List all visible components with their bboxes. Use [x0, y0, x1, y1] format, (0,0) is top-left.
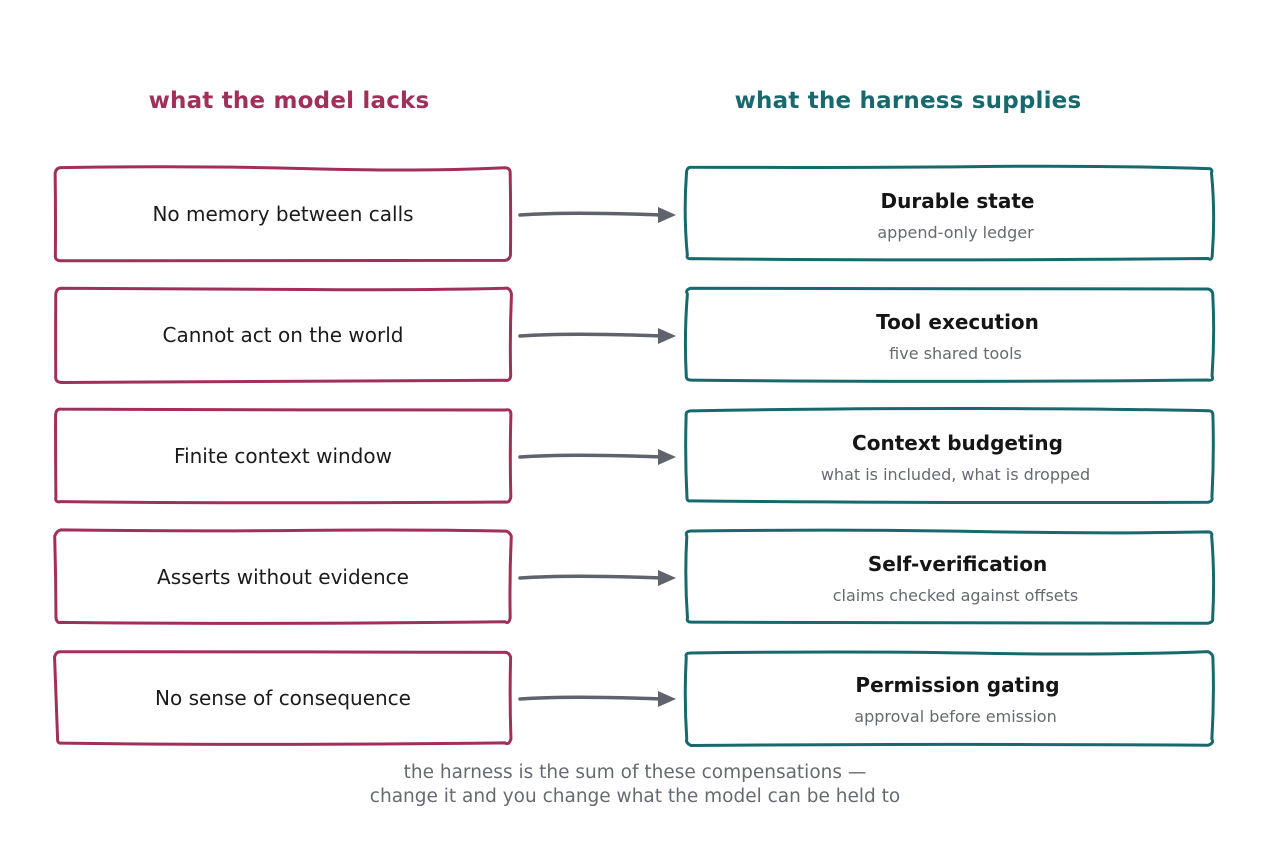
lack-box — [54, 407, 513, 505]
lack-box — [53, 528, 513, 625]
diagram-row: No sense of consequence Permission gating… — [53, 650, 1215, 747]
arrow-head-icon — [658, 328, 676, 344]
lack-label: No memory between calls — [152, 202, 413, 226]
diagram-row: Finite context window Context budgeting wh… — [54, 406, 1215, 505]
supply-subtitle: claims checked against offsets — [833, 586, 1079, 605]
lack-label: Finite context window — [174, 444, 392, 468]
supply-box — [684, 406, 1215, 505]
supply-box — [683, 164, 1216, 262]
supply-subtitle: five shared tools — [889, 344, 1022, 363]
arrow-head-icon — [658, 691, 676, 707]
lack-box — [53, 165, 513, 263]
arrow-head-icon — [658, 570, 676, 586]
supply-title: Context budgeting — [852, 431, 1063, 455]
supply-title: Tool execution — [876, 310, 1039, 334]
supply-subtitle: approval before emission — [854, 707, 1056, 726]
lack-label: No sense of consequence — [155, 686, 411, 710]
arrow-line — [518, 453, 664, 459]
supply-box — [683, 650, 1215, 747]
arrow-head-icon — [658, 207, 676, 223]
supply-title: Self-verification — [868, 552, 1047, 576]
footer-caption-line-2: change it and you change what the model … — [369, 786, 901, 807]
lack-box — [53, 650, 513, 746]
arrow-line — [518, 574, 664, 580]
lack-label: Cannot act on the world — [163, 323, 404, 347]
supply-title: Durable state — [881, 189, 1035, 213]
diagram-row: Cannot act on the world Tool execution fiv… — [54, 286, 1216, 384]
supplies-column-heading: what the harness supplies — [734, 88, 1082, 114]
supply-subtitle: what is included, what is dropped — [821, 465, 1090, 484]
lacks-column-heading: what the model lacks — [148, 88, 430, 114]
arrow-line — [518, 332, 664, 338]
supply-box — [683, 286, 1216, 383]
diagram-row: Asserts without evidence Self-verificatio… — [53, 528, 1216, 625]
lack-box — [54, 286, 513, 384]
supply-box — [684, 528, 1216, 625]
arrow-line — [518, 211, 664, 217]
diagram-row: No memory between calls Durable state appe… — [53, 164, 1216, 263]
supply-subtitle: append-only ledger — [877, 223, 1034, 242]
footer-caption-line-1: the harness is the sum of these compensa… — [403, 762, 867, 783]
supply-title: Permission gating — [855, 673, 1059, 697]
arrow-line — [518, 695, 664, 701]
arrow-head-icon — [658, 449, 676, 465]
lack-label: Asserts without evidence — [157, 565, 409, 589]
